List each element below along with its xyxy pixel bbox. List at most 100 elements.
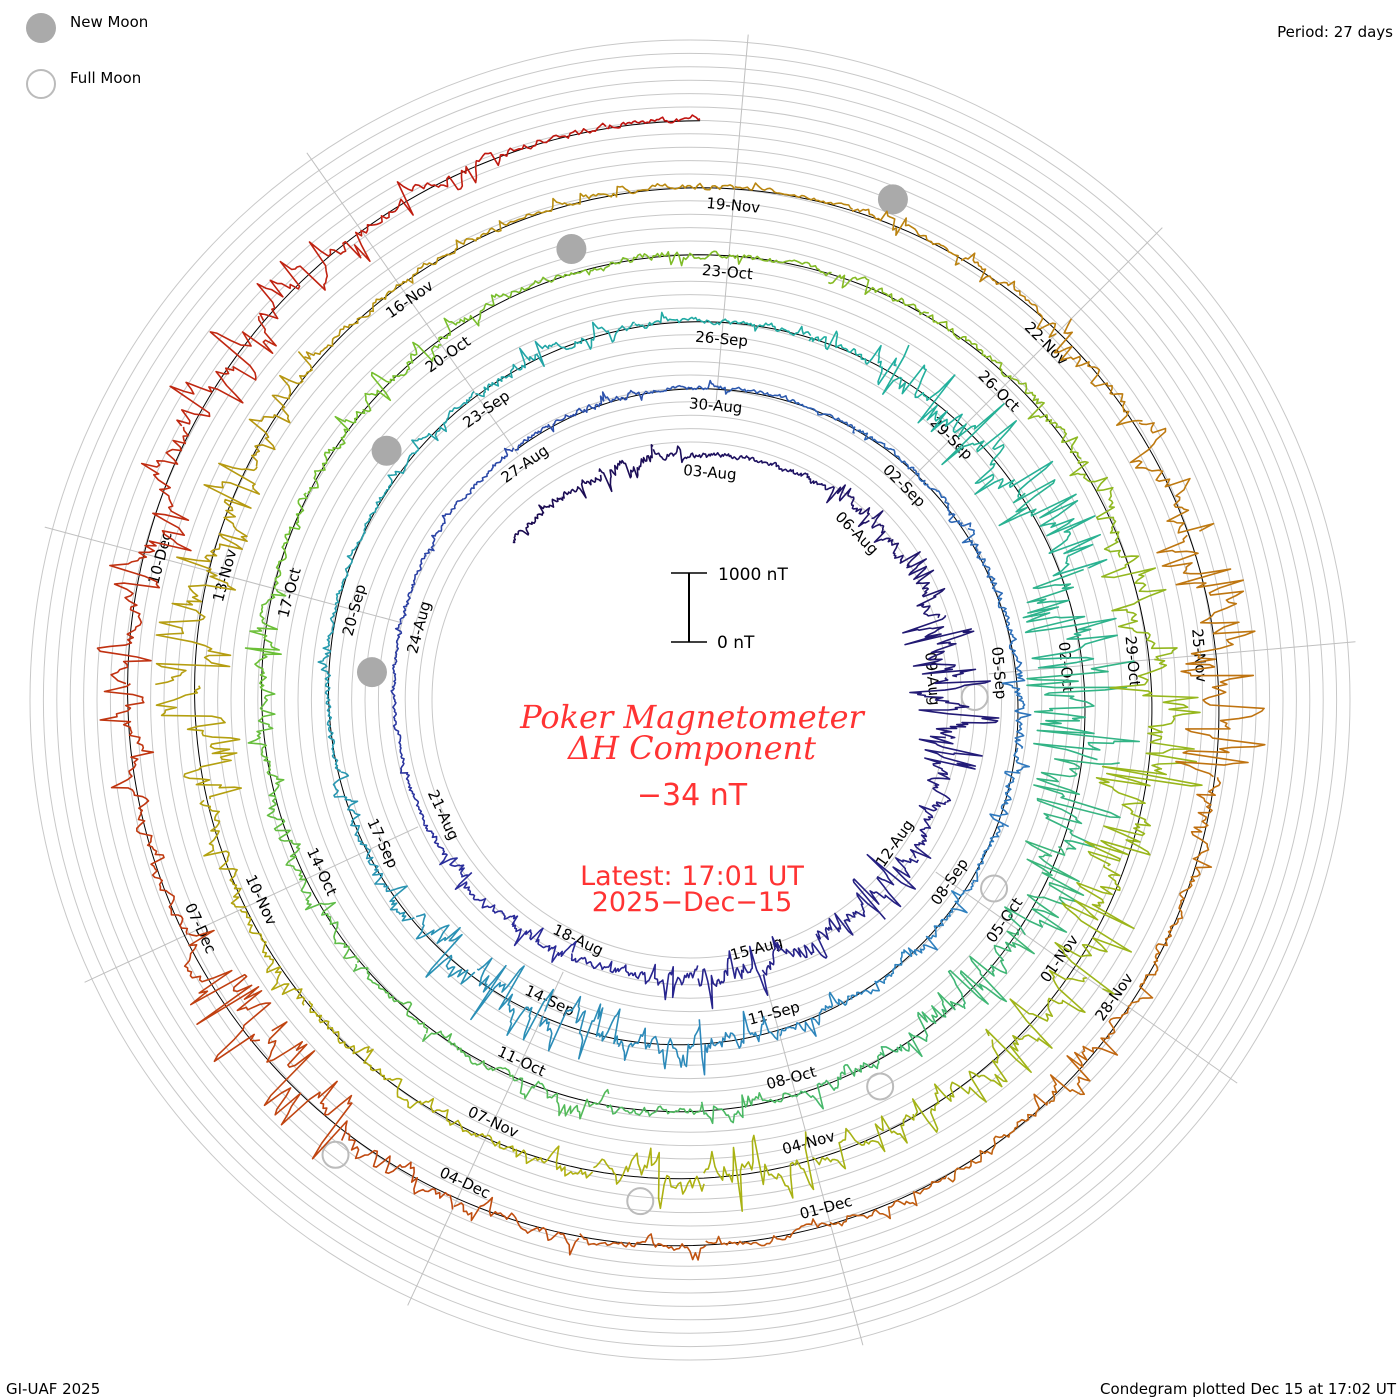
grid-radial-line xyxy=(767,989,864,1346)
trace-day xyxy=(728,253,832,277)
date-label: 17-Sep xyxy=(363,816,402,871)
new-moon-icon xyxy=(26,13,56,43)
trace-day xyxy=(1127,894,1185,1008)
new-moon-marker xyxy=(556,234,587,265)
trace-day xyxy=(332,771,370,851)
trace-day xyxy=(539,995,621,1060)
trace-day xyxy=(422,1030,515,1079)
trace-day xyxy=(734,182,854,211)
grid-circle xyxy=(176,186,1204,1214)
current-value: −34 nT xyxy=(637,778,748,813)
date-label: 11-Oct xyxy=(495,1042,549,1080)
grid-circle xyxy=(29,39,1351,1361)
grid-circle xyxy=(109,119,1271,1281)
trace-day xyxy=(169,316,277,427)
trace-day xyxy=(1054,864,1135,995)
full-moon-marker xyxy=(321,1140,350,1169)
trace-day xyxy=(99,683,155,814)
trace-day xyxy=(615,182,736,198)
trace-day xyxy=(244,588,287,689)
trace-day xyxy=(183,929,272,1063)
full-moon-marker xyxy=(866,1072,895,1101)
trace-day xyxy=(96,551,161,685)
grid-radial-line xyxy=(901,227,1163,489)
grid-circle xyxy=(56,66,1324,1334)
trace-day xyxy=(852,853,920,920)
grid-circle xyxy=(270,280,1110,1120)
trace-day xyxy=(399,758,426,824)
date-label: 10-Nov xyxy=(242,872,281,928)
period-label: Period: 27 days xyxy=(1277,23,1393,41)
trace-day xyxy=(634,311,724,329)
trace-day xyxy=(918,735,983,803)
latest-date: 2025−Dec−15 xyxy=(592,887,793,918)
trace-day xyxy=(526,257,626,290)
date-label: 15-Aug xyxy=(728,933,784,964)
baseline-spiral xyxy=(127,120,1220,1247)
grid xyxy=(29,34,1356,1361)
trace-day xyxy=(882,344,966,434)
date-label: 28-Nov xyxy=(1091,970,1137,1024)
trace-day xyxy=(947,1093,1049,1183)
date-label: 02-Sep xyxy=(879,461,929,511)
trace-day xyxy=(176,462,261,572)
trace-day xyxy=(1011,377,1082,460)
trace-day xyxy=(389,1077,487,1138)
trace-day xyxy=(961,527,1004,599)
trace-day xyxy=(795,1053,882,1110)
trace-day xyxy=(300,879,360,963)
trace-day xyxy=(256,230,371,321)
grid-circle xyxy=(83,93,1297,1307)
trace-day xyxy=(947,929,1035,1010)
trace-day xyxy=(266,784,306,881)
date-labels: 03-Aug06-Aug09-Aug12-Aug15-Aug18-Aug21-A… xyxy=(144,194,1210,1223)
trace-day xyxy=(716,385,790,403)
trace-day xyxy=(353,963,429,1034)
trace-day xyxy=(263,1021,353,1160)
trace-day xyxy=(360,161,478,234)
grid-radial-line xyxy=(715,34,749,402)
footer-credit: GI-UAF 2025 xyxy=(6,1380,101,1398)
grid-circle xyxy=(257,267,1123,1133)
trace-day xyxy=(304,284,400,360)
chart-subtitle: ΔH Component xyxy=(566,729,816,767)
trace-day xyxy=(1156,534,1256,657)
trace-day xyxy=(1069,459,1121,558)
grid-circle xyxy=(203,213,1177,1187)
trace-day xyxy=(909,801,947,859)
full-moon-icon xyxy=(26,69,56,99)
trace-day xyxy=(606,114,701,130)
grid-circle xyxy=(337,347,1043,1053)
trace-day xyxy=(199,799,247,908)
grid-circle xyxy=(324,334,1056,1066)
grid-radial-line xyxy=(44,526,401,623)
trace-day xyxy=(422,823,469,878)
trace-day xyxy=(909,677,1000,739)
trace-day xyxy=(1026,660,1140,761)
grid-circle xyxy=(96,106,1284,1294)
date-label: 08-Oct xyxy=(764,1063,818,1094)
trace-day xyxy=(652,445,713,464)
date-label: 12-Aug xyxy=(872,816,917,870)
trace-day xyxy=(453,1196,580,1256)
trace-day xyxy=(247,687,285,786)
date-label: 11-Sep xyxy=(746,998,802,1029)
trace-day xyxy=(499,192,617,227)
trace-day xyxy=(512,922,577,963)
date-label: 07-Nov xyxy=(465,1103,521,1142)
grid-radial-line xyxy=(988,641,1356,675)
date-label: 02-Oct xyxy=(1055,641,1077,693)
date-label: 14-Sep xyxy=(522,981,577,1020)
date-label: 09-Aug xyxy=(921,651,944,706)
trace-day xyxy=(871,510,921,567)
trace-day xyxy=(307,408,366,495)
trace-day xyxy=(575,389,646,415)
date-label: 14-Oct xyxy=(303,845,341,899)
trace-day xyxy=(138,426,192,554)
new-moon-marker xyxy=(877,184,908,215)
grid-circle xyxy=(163,173,1217,1227)
trace-day xyxy=(423,497,465,558)
trace-day xyxy=(851,208,960,266)
date-label: 08-Sep xyxy=(927,855,972,909)
latest-time: Latest: 17:01 UT xyxy=(580,861,804,892)
